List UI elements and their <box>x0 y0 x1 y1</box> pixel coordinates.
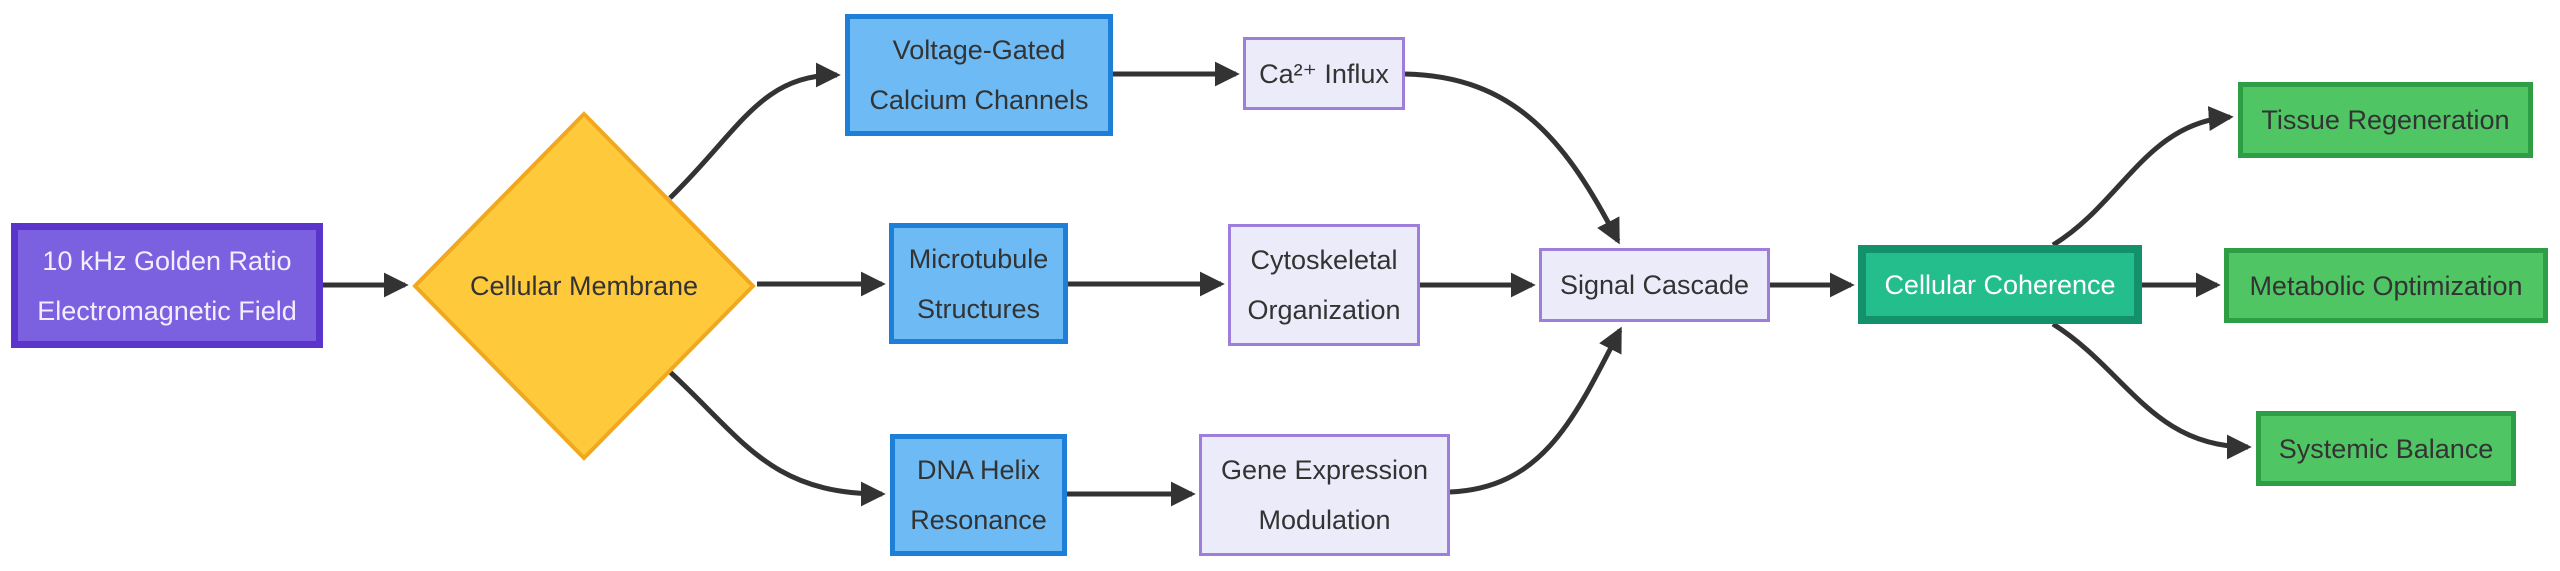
edge-membrane-dna <box>668 370 886 507</box>
edge-membrane-vgcc <box>668 62 841 200</box>
node-mts-label: Microtubule Structures <box>908 243 1049 324</box>
node-membrane-label: Cellular Membrane <box>469 270 699 301</box>
node-signal-cascade: Signal Cascade <box>1539 248 1770 322</box>
node-ca-influx: Ca²⁺ Influx <box>1243 37 1405 110</box>
node-vgcc-label: Voltage-Gated Calcium Channels <box>869 35 1089 115</box>
node-voltage-gated-calcium-channels: Voltage-Gated Calcium Channels <box>845 14 1113 136</box>
node-tissue-label: Tissue Regeneration <box>2261 105 2510 135</box>
edge-gene-signal <box>1449 326 1623 495</box>
node-cytoskeletal-organization: Cytoskeletal Organization <box>1228 224 1420 346</box>
node-ca-label: Ca²⁺ Influx <box>1259 58 1389 89</box>
node-emf-source: 10 kHz Golden Ratio Electromagnetic Fiel… <box>11 223 323 348</box>
node-microtubule-structures: Microtubule Structures <box>889 223 1068 344</box>
node-systemic-label: Systemic Balance <box>2278 433 2494 464</box>
edge-ca-signal <box>1404 71 1621 245</box>
node-dna-label: DNA Helix Resonance <box>910 455 1047 535</box>
node-emf-label: 10 kHz Golden Ratio Electromagnetic Fiel… <box>37 245 297 326</box>
node-cellular-membrane: Cellular Membrane <box>412 111 756 461</box>
node-dna-helix-resonance: DNA Helix Resonance <box>890 434 1067 556</box>
node-systemic-balance: Systemic Balance <box>2256 411 2516 486</box>
node-cellular-coherence: Cellular Coherence <box>1858 245 2142 324</box>
node-gene-label: Gene Expression Modulation <box>1220 455 1429 535</box>
edge-coherence-tissue <box>2051 106 2234 248</box>
node-cyto-label: Cytoskeletal Organization <box>1247 245 1401 325</box>
node-tissue-regeneration: Tissue Regeneration <box>2238 82 2533 158</box>
edge-group <box>323 61 2252 507</box>
diamond-shape <box>412 111 756 461</box>
edge-coherence-systemic <box>2051 321 2252 460</box>
node-metabolic-label: Metabolic Optimization <box>2249 270 2523 301</box>
node-metabolic-optimization: Metabolic Optimization <box>2224 248 2548 323</box>
node-signal-label: Signal Cascade <box>1559 270 1750 300</box>
node-coherence-label: Cellular Coherence <box>1884 269 2116 300</box>
node-gene-expression-modulation: Gene Expression Modulation <box>1199 434 1450 556</box>
